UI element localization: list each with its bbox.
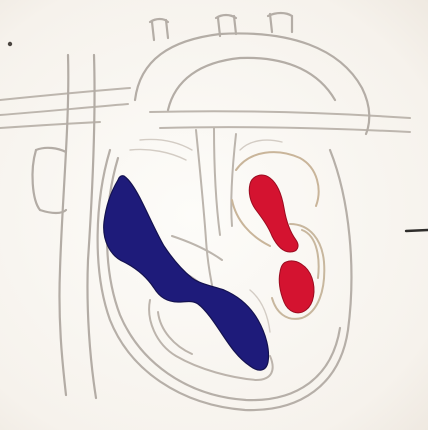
pulmonary-vessels xyxy=(0,88,410,132)
oxygenated-blood-upper xyxy=(249,175,298,252)
oxygenated-blood-lower xyxy=(279,261,314,313)
deoxygenated-blood-region xyxy=(104,176,269,370)
label-pointer-line xyxy=(406,230,428,231)
vena-cava xyxy=(33,55,96,398)
aortic-arch xyxy=(135,13,369,134)
pencil-dot xyxy=(8,42,12,46)
heart-outline xyxy=(98,150,352,410)
